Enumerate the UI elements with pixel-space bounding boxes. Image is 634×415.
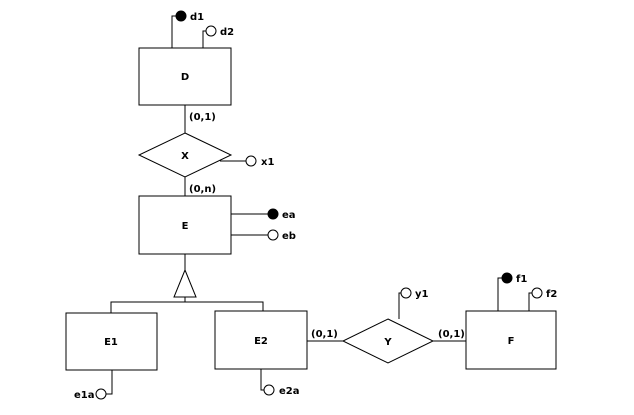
attribute-e1a[interactable]: e1a (74, 370, 113, 401)
attribute-f1-label: f1 (516, 274, 527, 285)
entity-f[interactable]: F (465, 310, 557, 370)
attribute-f2-label: f2 (546, 289, 557, 300)
attribute-y1[interactable]: y1 (398, 287, 429, 319)
attribute-marker-icon (263, 384, 275, 396)
attribute-eb[interactable]: eb (231, 229, 296, 242)
attribute-marker-icon (245, 155, 257, 167)
entity-e1[interactable]: E1 (65, 312, 158, 371)
attribute-e1a-label: e1a (74, 390, 95, 401)
entity-e2[interactable]: E2 (214, 310, 308, 370)
entity-d-label: D (181, 72, 189, 83)
entity-f-label: F (508, 336, 515, 347)
attribute-f1[interactable]: f1 (497, 272, 527, 311)
cardinality-d-x: (0,1) (189, 112, 216, 123)
cardinality-e-x: (0,n) (189, 184, 216, 195)
attribute-f2[interactable]: f2 (528, 287, 557, 311)
relationship-y[interactable]: Y (341, 318, 435, 364)
cardinality-f-y: (0,1) (438, 329, 465, 340)
entity-e1-label: E1 (104, 337, 118, 348)
attribute-x1[interactable]: x1 (220, 155, 274, 168)
attribute-marker-icon (95, 388, 107, 400)
entity-e[interactable]: E (138, 195, 232, 255)
key-attribute-marker-icon (501, 272, 513, 284)
attribute-y1-label: y1 (415, 289, 429, 300)
attribute-e2a[interactable]: e2a (260, 369, 300, 397)
attribute-ea[interactable]: ea (231, 208, 296, 221)
attribute-eb-label: eb (282, 231, 296, 242)
relationship-x[interactable]: X (137, 132, 233, 178)
attribute-e2a-label: e2a (279, 386, 300, 397)
relationship-x-label: X (181, 151, 189, 162)
key-attribute-marker-icon (267, 208, 279, 220)
attribute-marker-icon (205, 25, 217, 37)
attribute-d2-label: d2 (220, 27, 234, 38)
key-attribute-marker-icon (175, 10, 187, 22)
attribute-marker-icon (400, 287, 412, 299)
generalization[interactable] (110, 254, 264, 313)
entity-e-label: E (182, 221, 189, 232)
attribute-d2[interactable]: d2 (202, 25, 234, 48)
attribute-d1[interactable]: d1 (171, 10, 204, 48)
generalization-triangle-icon (173, 268, 197, 298)
attribute-ea-label: ea (282, 210, 296, 221)
entity-d[interactable]: D (138, 47, 232, 106)
attribute-x1-label: x1 (261, 157, 274, 168)
attribute-marker-icon (267, 229, 279, 241)
relationship-y-label: Y (383, 337, 392, 348)
attribute-d1-label: d1 (190, 12, 204, 23)
attribute-marker-icon (531, 287, 543, 299)
cardinality-e2-y: (0,1) (311, 329, 338, 340)
entity-e2-label: E2 (254, 336, 268, 347)
